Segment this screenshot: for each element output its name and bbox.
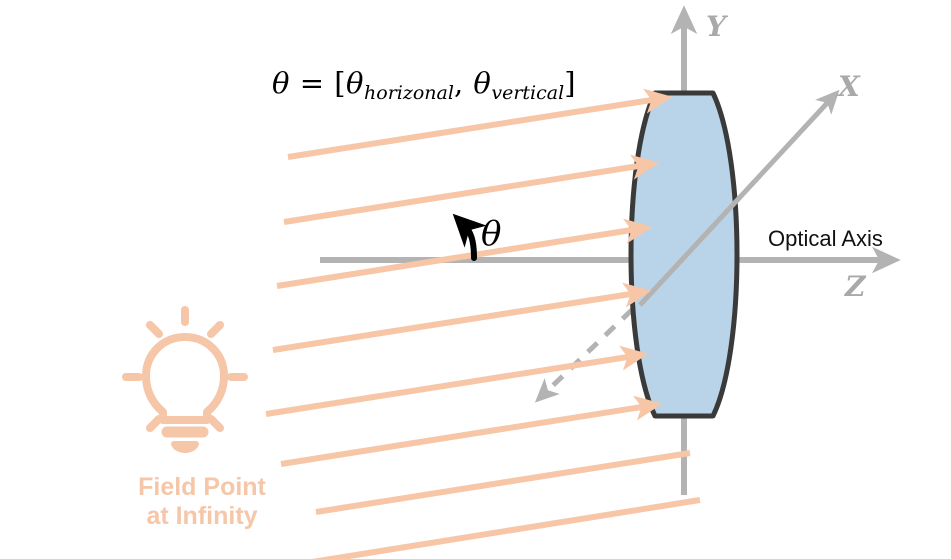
formula-theta-h: θ <box>346 66 365 100</box>
ray-6 <box>280 395 663 467</box>
field-point-caption: Field Point at Infinity <box>112 473 292 531</box>
theta-angle-label: θ <box>481 214 502 254</box>
x-axis-positive <box>638 89 840 307</box>
theta-formula-label: θ = [θhorizonal, θvertical] <box>272 66 576 104</box>
formula-theta-v: θ <box>473 66 492 100</box>
ray-2 <box>283 154 660 225</box>
field-point-line-2: at Infinity <box>146 502 258 530</box>
formula-close-bracket: ] <box>564 66 577 100</box>
formula-theta: θ <box>272 66 290 100</box>
formula-sub-horizontal: horizonal <box>364 82 454 105</box>
theta-angle-arc-icon <box>452 213 487 261</box>
lightbulb-icon <box>122 306 248 453</box>
ray-7 <box>315 450 691 515</box>
formula-sub-vertical: vertical <box>491 82 565 105</box>
incoming-ray-bundle <box>265 88 701 559</box>
ray-5 <box>265 345 649 417</box>
axis-label-z: Z <box>845 270 866 303</box>
ray-8 <box>311 497 701 559</box>
field-point-line-1: Field Point <box>138 473 266 501</box>
optical-axis-label: Optical Axis <box>768 226 883 251</box>
ray-3 <box>276 218 653 289</box>
formula-equals: = <box>299 66 325 100</box>
ray-4 <box>272 282 652 353</box>
formula-open-bracket: [ <box>334 66 347 100</box>
formula-comma: , <box>453 66 464 100</box>
axis-label-y: Y <box>706 10 726 43</box>
axis-label-x: X <box>838 70 860 103</box>
ray-1 <box>287 88 673 160</box>
